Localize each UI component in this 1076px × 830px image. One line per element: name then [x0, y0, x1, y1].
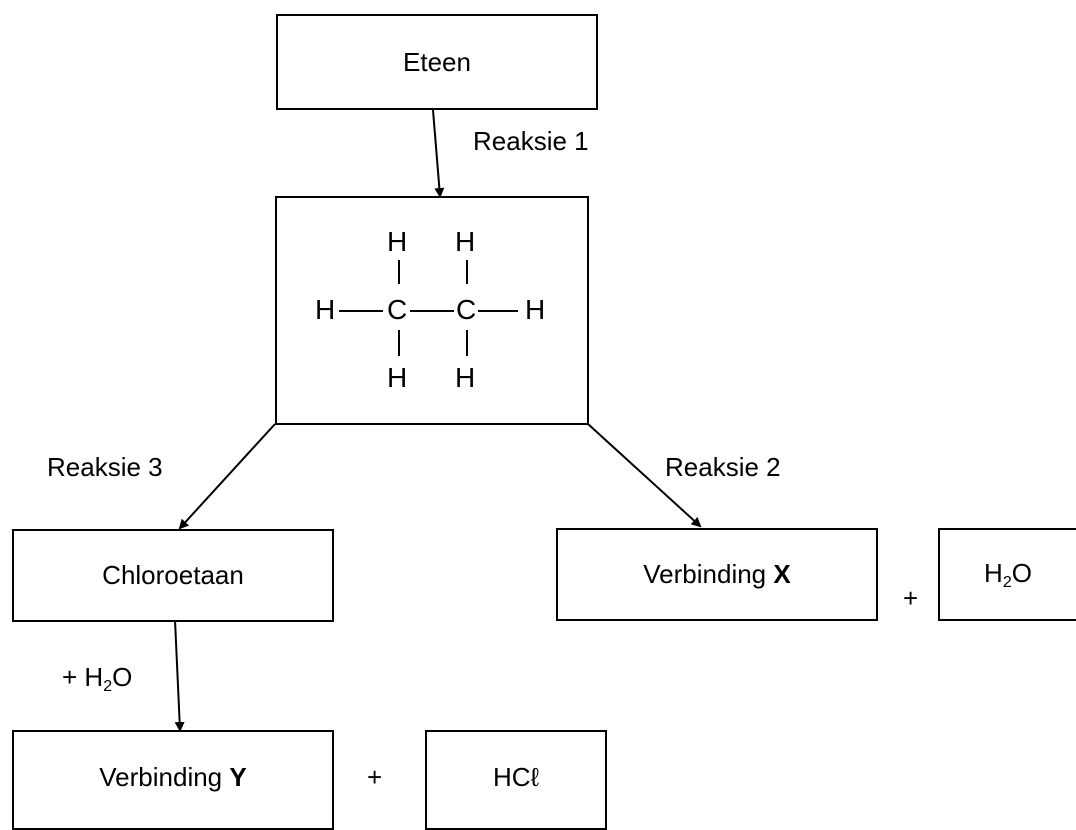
arrow-reaction-1 — [432, 109, 445, 198]
chloroethane-box: Chloroetaan — [12, 529, 334, 622]
hydrogen-atom: H — [455, 362, 476, 393]
hydrogen-atom: H — [455, 226, 476, 257]
compound-x-box: Verbinding X — [556, 528, 878, 621]
reaction-1-label: Reaksie 1 — [473, 126, 589, 156]
bond-line — [466, 260, 468, 284]
bond-line — [466, 330, 468, 356]
hydrogen-atom: H — [525, 294, 546, 325]
hydrogen-atom: H — [315, 294, 336, 325]
arrow-reaction-3 — [178, 423, 276, 530]
reaction-2-label: Reaksie 2 — [665, 452, 781, 482]
ethane-structure: H H H C C H H H — [275, 196, 589, 425]
compound-y-label: Verbinding Y — [99, 762, 247, 792]
hcl-label: HCℓ — [493, 762, 539, 792]
bond-line — [398, 330, 400, 356]
arrow-reaction-2 — [587, 423, 702, 528]
hcl-box: HCℓ — [425, 730, 607, 830]
hydrogen-atom: H — [387, 226, 408, 257]
bond-line — [398, 260, 400, 284]
carbon-atom: C — [387, 294, 408, 325]
add-water-label: + H2O — [62, 662, 133, 695]
reaction-3-label: Reaksie 3 — [47, 452, 163, 482]
chloroethane-label: Chloroetaan — [102, 560, 244, 590]
compound-x-label: Verbinding X — [643, 559, 791, 589]
hydrogen-atom: H — [387, 362, 408, 393]
plus-sign: + — [903, 583, 919, 613]
water-box: H2O — [938, 528, 1076, 621]
plus-sign: + — [367, 762, 383, 792]
bond-line — [410, 310, 454, 312]
compound-y-box: Verbinding Y — [12, 730, 334, 830]
bond-line — [478, 310, 518, 312]
carbon-atom: C — [456, 294, 477, 325]
water-label: H2O — [984, 557, 1032, 591]
ethene-box: Eteen — [276, 14, 598, 110]
bond-line — [339, 310, 383, 312]
ethene-label: Eteen — [403, 46, 471, 77]
arrow-hydrolysis — [174, 619, 185, 732]
